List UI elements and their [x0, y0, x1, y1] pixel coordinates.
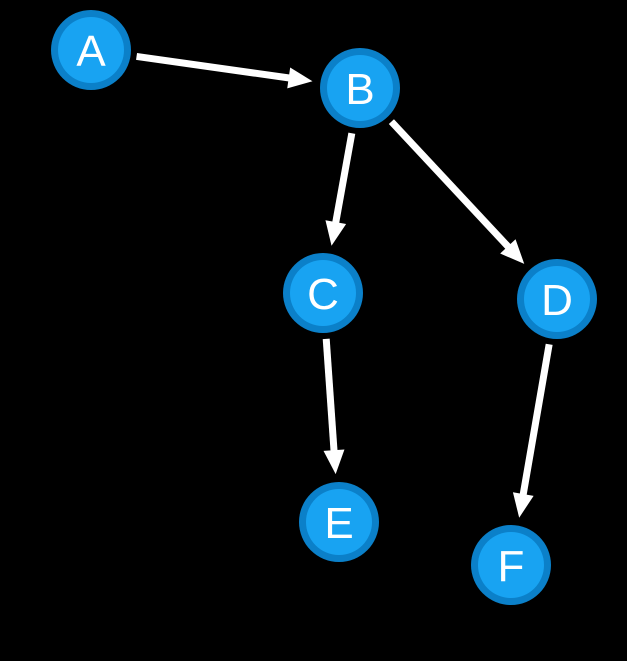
node-circle: [478, 532, 544, 598]
graph-node-E[interactable]: E: [299, 482, 379, 562]
edge-B-C: [325, 132, 356, 246]
node-circle: [290, 260, 356, 326]
arrowhead-icon: [323, 449, 345, 475]
graph-node-D[interactable]: D: [517, 259, 597, 339]
node-label: F: [498, 542, 525, 591]
arrowhead-icon: [287, 67, 313, 89]
node-circle: [306, 489, 372, 555]
arrowhead-icon: [325, 220, 347, 246]
edge-line-A-B: [136, 52, 299, 83]
node-circle: [327, 55, 393, 121]
graph-node-C[interactable]: C: [283, 253, 363, 333]
node-label: B: [345, 65, 374, 114]
arrowhead-icon: [500, 239, 525, 264]
graph-node-B[interactable]: B: [320, 48, 400, 128]
node-label: E: [324, 499, 353, 548]
arrowhead-icon: [512, 492, 534, 518]
graph-node-F[interactable]: F: [471, 525, 551, 605]
edge-line-C-E: [322, 338, 339, 460]
graph-node-A[interactable]: A: [51, 10, 131, 90]
node-circle: [58, 17, 124, 83]
node-label: D: [541, 276, 573, 325]
edge-A-B: [136, 52, 313, 89]
edge-B-D: [388, 119, 525, 264]
node-label: A: [76, 27, 106, 76]
node-label: C: [307, 270, 339, 319]
edge-line-B-D: [388, 119, 517, 256]
edge-C-E: [322, 338, 345, 475]
node-circle: [524, 266, 590, 332]
edge-line-D-F: [518, 343, 553, 505]
edge-line-B-C: [330, 132, 356, 233]
edge-D-F: [512, 343, 553, 518]
